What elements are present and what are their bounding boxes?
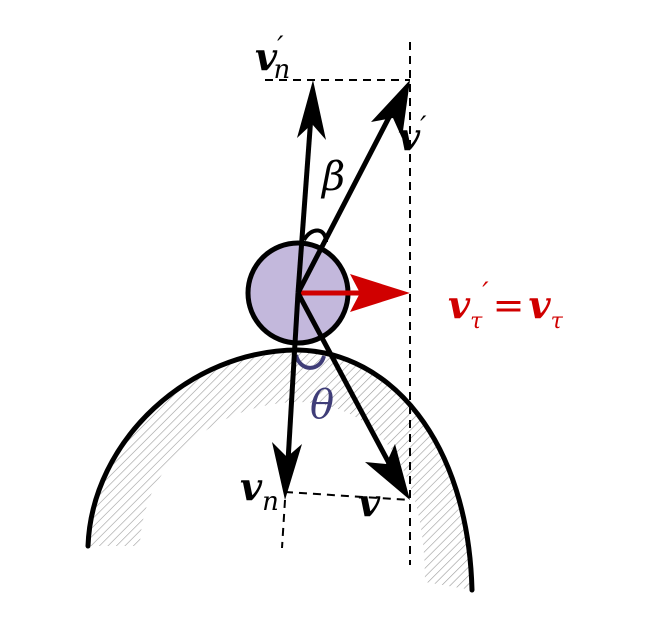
dashed-bottom-horizontal [284,491,411,501]
v-arrow [295,291,401,482]
vn-prime-arrow [295,101,315,294]
v-prime-arrowhead [371,80,410,138]
surface-outline [85,347,475,593]
curved-surface [85,347,475,593]
v-arrowhead [365,444,410,500]
label-v-prime: v′ [398,110,427,159]
label-vn: vn [240,464,279,517]
label-beta: β [320,154,345,200]
label-v: v [358,480,381,525]
velocity-arrows [272,80,410,500]
theta-arc [294,354,326,370]
vn-arrow [284,292,301,479]
vn-arrowhead [272,442,302,500]
label-theta: θ [310,382,334,428]
labels: v′n v′ β θ vn v vτ′=vτ [240,30,564,525]
vn-prime-arrowhead [297,80,326,140]
dashed-vn-extension [281,499,286,549]
construction-lines [265,42,411,565]
label-vn-prime: v′n [255,30,290,85]
v-prime-arrow [295,98,401,295]
surface-hatch [88,350,472,590]
tangential-velocity-arrow [298,274,410,312]
label-tangential: vτ′=vτ [448,276,564,334]
